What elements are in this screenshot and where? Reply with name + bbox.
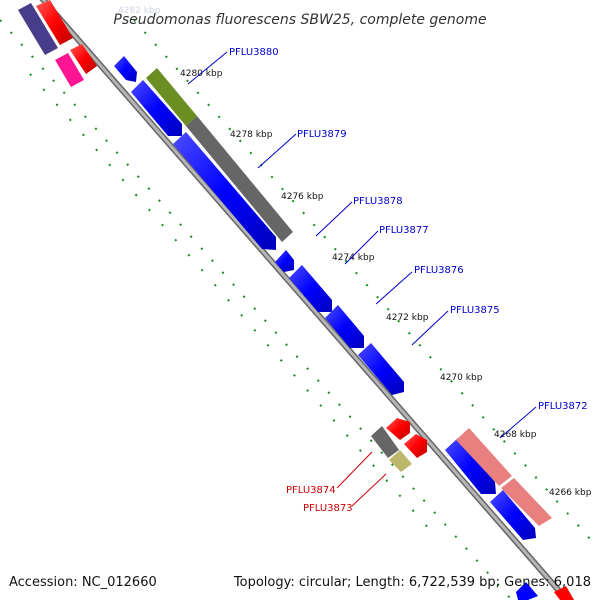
cds-pflu3873[interactable]: [404, 434, 427, 458]
map-title: Pseudomonas fluorescens SBW25, complete …: [113, 12, 486, 28]
gene-label-pflu3878[interactable]: PFLU3878: [353, 196, 403, 207]
feature-khaki[interactable]: [389, 450, 412, 472]
cds-pflu3875[interactable]: [358, 343, 404, 395]
feature-gray-long[interactable]: [186, 116, 293, 242]
gene-label-pflu3875[interactable]: PFLU3875: [450, 305, 500, 316]
tick-label: 4272 kbp: [386, 313, 429, 323]
accession-text: Accession: NC_012660: [9, 575, 157, 590]
gene-label-pflu3874[interactable]: PFLU3874: [286, 485, 336, 496]
cds-pflu3879[interactable]: [173, 132, 276, 250]
genome-backbone: [39, 0, 563, 594]
tick-label: 4268 kbp: [494, 430, 537, 440]
tick-label: 4266 kbp: [549, 488, 592, 498]
gene-label-pflu3876[interactable]: PFLU3876: [414, 265, 464, 276]
tick-label: 4274 kbp: [332, 253, 375, 263]
cds-pflu3880[interactable]: [131, 80, 182, 136]
cds-pflu3878[interactable]: [275, 250, 294, 272]
feature-red-arrow-small[interactable]: [70, 44, 97, 74]
tick-label: 4280 kbp: [180, 69, 223, 79]
gene-label-pflu3879[interactable]: PFLU3879: [297, 129, 347, 140]
cds-pflu3877[interactable]: [289, 265, 332, 312]
genome-summary-text: Topology: circular; Length: 6,722,539 bp…: [233, 575, 591, 590]
tick-label: 4270 kbp: [440, 373, 483, 383]
gene-label-pflu3873[interactable]: PFLU3873: [303, 503, 353, 514]
tick-label: 4276 kbp: [281, 192, 324, 202]
feature-magenta[interactable]: [55, 53, 84, 87]
cds-pflu3874[interactable]: [386, 418, 410, 440]
label-leaders: [187, 51, 537, 507]
tick-label: 4282 kbp: [118, 6, 161, 16]
feature-navy[interactable]: [18, 3, 58, 55]
feature-red-top[interactable]: [36, 0, 73, 45]
feature-olive[interactable]: [146, 68, 197, 126]
gene-label-pflu3880[interactable]: PFLU3880: [229, 47, 279, 58]
cds-pflu3876[interactable]: [325, 305, 364, 348]
gene-label-pflu3877[interactable]: PFLU3877: [379, 225, 429, 236]
cds-pflu3880-start[interactable]: [114, 56, 137, 82]
feature-partial-red: [554, 586, 574, 600]
tick-track-inner: [0, 19, 511, 599]
tick-label: 4278 kbp: [230, 130, 273, 140]
feature-pink[interactable]: [456, 428, 552, 526]
feature-gray-small[interactable]: [371, 426, 399, 458]
gene-label-pflu3872[interactable]: PFLU3872: [538, 401, 588, 412]
cds-pflu3872[interactable]: [445, 438, 496, 494]
tick-track-left: [29, 73, 431, 531]
tick-track-outer: [133, 19, 599, 549]
cds-pflu3871[interactable]: [490, 490, 536, 540]
feature-partial-blue: [516, 582, 538, 600]
